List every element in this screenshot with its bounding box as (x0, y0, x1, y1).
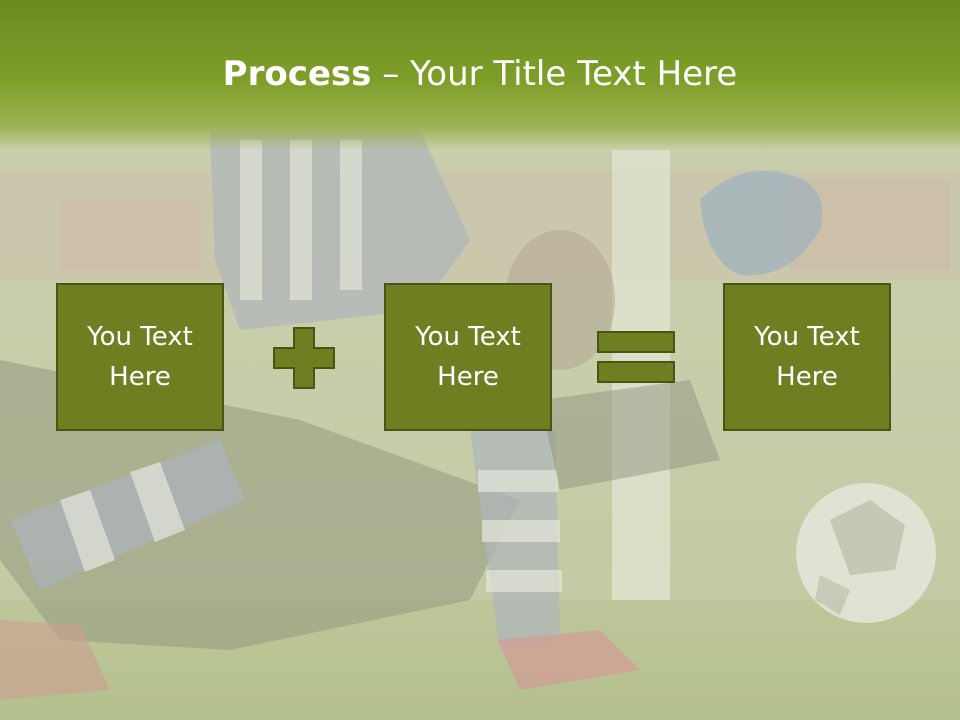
process-box-label: You Text Here (415, 322, 521, 392)
process-box-2[interactable]: You Text Here (384, 283, 552, 431)
title-bold: Process (222, 54, 372, 94)
process-box-label: You Text Here (87, 322, 193, 392)
process-box-3[interactable]: You Text Here (723, 283, 891, 431)
title-bar (0, 0, 960, 150)
process-box-label: You Text Here (754, 322, 860, 392)
plus-icon (273, 327, 335, 389)
process-box-1[interactable]: You Text Here (56, 283, 224, 431)
title-rest: Your Title Text Here (410, 54, 738, 94)
slide-title[interactable]: Process – Your Title Text Here (0, 52, 960, 96)
title-separator: – (371, 54, 411, 94)
equals-icon (597, 331, 675, 383)
